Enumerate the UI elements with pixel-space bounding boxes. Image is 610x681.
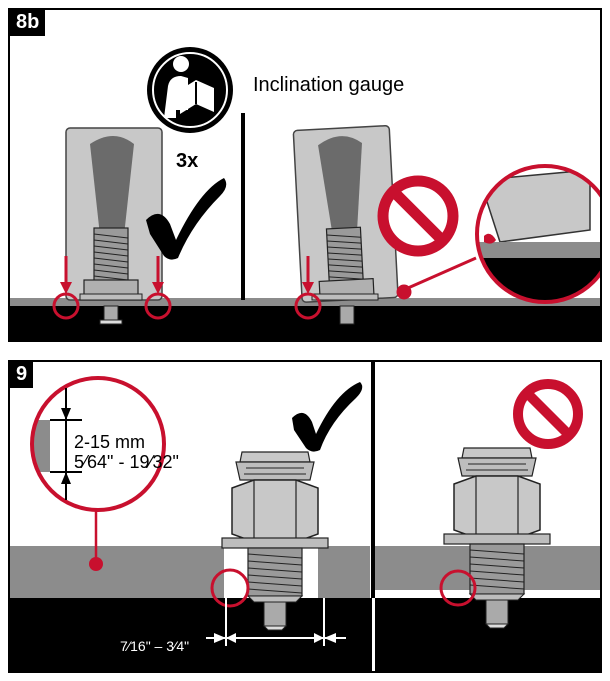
- inclination-gauge-incorrect: [292, 125, 399, 303]
- gap-marker-correct: [210, 568, 250, 608]
- panel-divider-9: [371, 362, 375, 598]
- width-imperial-label: 7⁄16" – 3⁄4": [120, 638, 190, 654]
- step-9-badge: 9: [10, 362, 34, 388]
- step-9-illustration: [10, 362, 600, 671]
- repeat-count-label: 3x: [176, 150, 199, 172]
- width-metric-label: 11–18 mm: [104, 606, 188, 626]
- gap-imperial-label: 5⁄64" - 19⁄32": [74, 452, 179, 473]
- inclination-gauge-label: Inclination gauge: [253, 74, 405, 96]
- panel-divider: [241, 113, 245, 300]
- width-dimension: [206, 598, 346, 646]
- zoom-detail-gap: [475, 164, 600, 304]
- floor-mat-left: [10, 546, 224, 598]
- inclination-gauge-correct: [65, 127, 163, 325]
- gap-imperial-b: 19⁄32": [129, 452, 179, 472]
- washer-incorrect: [311, 293, 379, 301]
- step-8b-panel: 8b: [8, 8, 602, 342]
- step-8b-illustration: [10, 47, 600, 340]
- ground-black: [10, 306, 600, 340]
- gap-imperial-sep: -: [118, 452, 125, 472]
- step-9-panel: 9: [8, 360, 602, 673]
- zoom-detail-thickness: [30, 376, 166, 571]
- gap-metric-label: 2-15 mm: [74, 432, 146, 452]
- contact-point-markers-correct: [52, 256, 172, 320]
- floor-mat-right-of-bolt: [318, 546, 370, 598]
- prohibited-icon: [377, 175, 459, 257]
- nut-assembly-correct: [221, 451, 329, 631]
- bolt-tip-incorrect: [339, 305, 355, 325]
- read-manual-icon: [147, 47, 233, 133]
- ground-black-9-left: [10, 598, 372, 671]
- gap-marker-incorrect: [439, 569, 477, 607]
- step-8b-badge: 8b: [10, 10, 46, 36]
- gap-imperial-a: 5⁄64": [74, 452, 114, 472]
- correct-checkmark-icon-9: [292, 382, 363, 452]
- prohibited-icon-9: [513, 379, 583, 449]
- nut-assembly-incorrect: [443, 447, 551, 629]
- contact-point-marker-incorrect: [294, 256, 477, 320]
- correct-checkmark-icon: [146, 178, 227, 260]
